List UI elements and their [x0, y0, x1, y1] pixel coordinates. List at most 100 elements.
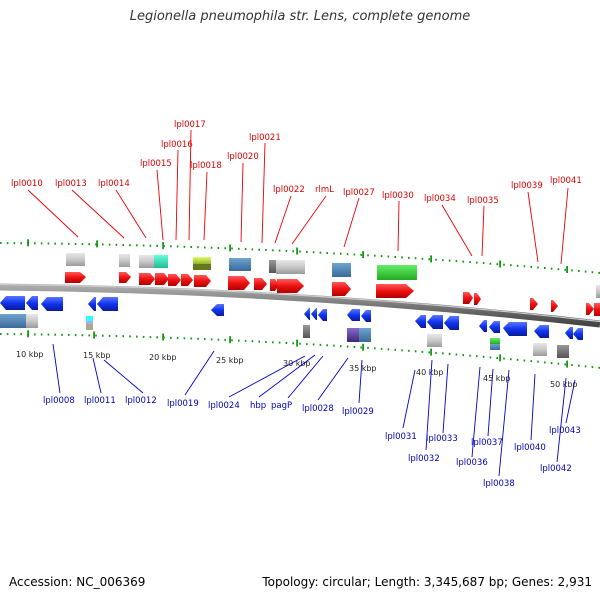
tick-dot [394, 348, 396, 351]
gene-label-forward[interactable]: lpl0039 [511, 181, 543, 191]
tick-dot [312, 251, 315, 254]
feature-box [229, 258, 251, 271]
gene-label-reverse[interactable]: lpl0036 [456, 458, 488, 468]
feature-box [86, 316, 93, 321]
gene-arrow-reverse [479, 320, 487, 332]
tick-dot [115, 243, 118, 246]
tick-dot [442, 352, 444, 355]
tick-dot [61, 333, 63, 336]
scale-label: 15 kbp [83, 351, 111, 360]
gene-label-reverse[interactable]: lpl0040 [514, 443, 546, 453]
tick-dot [88, 334, 90, 337]
gene-label-forward[interactable]: lpl0013 [55, 179, 87, 189]
tick-dot [54, 242, 56, 245]
tick-major [499, 354, 501, 362]
tick-dot [340, 345, 342, 348]
gene-label-forward[interactable]: lpl0022 [273, 185, 305, 195]
gene-label-forward[interactable]: lpl0035 [467, 196, 499, 206]
tick-dot [68, 242, 70, 245]
gene-label-reverse[interactable]: lpl0038 [483, 479, 515, 489]
tick-major [430, 255, 432, 263]
tick-dot [0, 333, 2, 335]
tick-dot [408, 349, 410, 352]
gene-label-reverse[interactable]: pagP [271, 401, 292, 411]
tick-dot [190, 337, 192, 340]
gene-label-forward[interactable]: lpl0021 [249, 133, 281, 143]
tick-major [229, 244, 231, 252]
feature-box [557, 345, 569, 358]
tick-dot [68, 333, 70, 336]
tick-dot [435, 351, 437, 354]
tick-dot [503, 357, 505, 360]
feature-box [533, 343, 547, 356]
tick-dot [20, 242, 22, 245]
tick-dot [476, 355, 478, 358]
tick-dot [136, 335, 138, 338]
tick-dot [129, 335, 131, 338]
tick-dot [374, 347, 376, 350]
tick-dot [299, 342, 301, 345]
gene-label-forward[interactable]: lpl0010 [11, 179, 43, 189]
gene-arrow-forward [228, 276, 250, 290]
tick-dot [190, 246, 192, 248]
tick-major [96, 240, 98, 248]
tick-dot [578, 364, 580, 367]
gene-label-reverse[interactable]: lpl0008 [43, 396, 75, 406]
gene-label-reverse[interactable]: lpl0011 [84, 396, 116, 406]
gene-label-reverse[interactable]: lpl0033 [426, 434, 458, 444]
tick-dot [550, 362, 553, 364]
gene-label-forward[interactable]: lpl0014 [98, 179, 130, 189]
gene-label-reverse[interactable]: lpl0012 [125, 396, 157, 406]
gene-label-forward[interactable]: lpl0041 [550, 176, 582, 186]
tick-dot [523, 265, 526, 268]
tick-dot [557, 362, 560, 365]
gene-arrow-reverse [211, 304, 224, 316]
gene-label-forward[interactable]: rlmL [315, 185, 334, 195]
tick-dot [170, 245, 172, 248]
gene-label-reverse[interactable]: lpl0031 [385, 432, 417, 442]
gene-label-reverse[interactable]: lpl0042 [540, 464, 572, 474]
tick-major [229, 336, 231, 344]
gene-label-forward[interactable]: lpl0017 [174, 120, 206, 130]
tick-dot [523, 359, 526, 362]
forward-gene-labels: lpl0010 lpl0013 lpl0014 lpl0015 lpl0016 … [11, 120, 582, 206]
gene-label-forward[interactable]: lpl0020 [227, 152, 259, 162]
tick-dot [108, 334, 111, 337]
gene-label-forward[interactable]: lpl0018 [190, 161, 222, 171]
gene-label-forward[interactable]: lpl0030 [382, 191, 414, 201]
tick-dot [312, 343, 315, 346]
gene-label-reverse[interactable]: lpl0037 [471, 438, 503, 448]
tick-dot [510, 358, 512, 361]
gene-label-reverse[interactable]: lpl0029 [342, 407, 374, 417]
gene-label-reverse[interactable]: lpl0028 [302, 404, 334, 414]
upper-tick-ring [0, 239, 600, 274]
gene-arrow-forward [139, 273, 155, 285]
tick-dot [6, 242, 9, 245]
tick-dot [442, 259, 444, 262]
feature-box [86, 321, 93, 324]
gene-label-reverse[interactable]: lpl0019 [167, 399, 199, 409]
gene-label-forward[interactable]: lpl0034 [424, 194, 456, 204]
tick-dot [401, 349, 403, 352]
gene-label-reverse[interactable]: lpl0032 [408, 454, 440, 464]
gene-label-forward[interactable]: lpl0027 [343, 188, 375, 198]
tick-dot [401, 256, 403, 259]
tick-dot [414, 350, 417, 353]
gene-label-forward[interactable]: lpl0015 [140, 159, 172, 169]
gene-label-forward[interactable]: lpl0016 [161, 140, 193, 150]
gene-arrow-forward [194, 275, 211, 287]
gene-label-reverse[interactable]: lpl0043 [549, 426, 581, 436]
gene-label-reverse[interactable]: hbp [250, 401, 266, 411]
tick-dot [251, 340, 254, 343]
tick-dot [265, 249, 267, 251]
forward-label-leaders [27, 129, 569, 265]
tick-dot [544, 267, 546, 269]
genome-title: Legionella pneumophila str. Lens, comple… [129, 9, 471, 24]
tick-major [296, 247, 298, 255]
tick-dot [95, 334, 97, 337]
tick-dot [462, 260, 464, 263]
tick-dot [238, 339, 240, 342]
tick-dot [380, 347, 383, 350]
feature-box [0, 314, 26, 328]
gene-label-reverse[interactable]: lpl0024 [208, 401, 240, 411]
